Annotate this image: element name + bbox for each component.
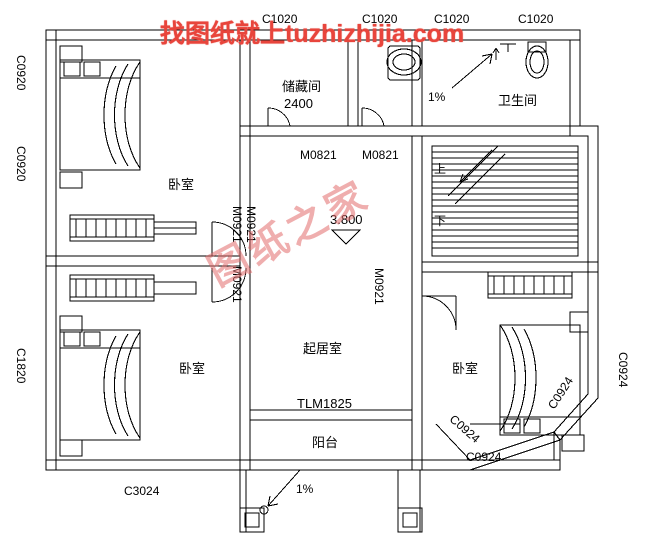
room-label-bathroom: 卫生间 xyxy=(498,93,538,108)
window-label-c1020-c: C1020 xyxy=(434,12,470,26)
window-label-c0920-b: C0920 xyxy=(14,146,28,182)
window-label-c1020-b: C1020 xyxy=(362,12,398,26)
room-label-bedroom-top-left: 卧室 xyxy=(168,177,195,192)
annotation-slope-balcony: 1% xyxy=(296,482,314,496)
annotation-stair-down: 下 xyxy=(434,214,447,228)
room-label-bedroom-right: 卧室 xyxy=(452,361,479,376)
annotation-floor-level: 3.800 xyxy=(330,212,363,227)
door-label-m0921-d: M0921 xyxy=(372,268,386,305)
window-label-c0920-a: C0920 xyxy=(14,55,28,91)
annotation-stair-up: 上 xyxy=(434,162,447,176)
door-label-m0821-b: M0821 xyxy=(362,148,399,162)
window-label-c3024: C3024 xyxy=(124,484,160,498)
room-label-balcony: 阳台 xyxy=(312,435,339,450)
watermark-top: 找图纸就上tuzhizhijia.com xyxy=(160,20,465,48)
storage-dimension: 2400 xyxy=(284,96,313,111)
room-label-living-room: 起居室 xyxy=(303,341,343,356)
window-label-c1020-d: C1020 xyxy=(518,12,554,26)
door-label-m0821-a: M0821 xyxy=(300,148,337,162)
door-label-tlm1825: TLM1825 xyxy=(297,396,352,411)
window-label-c0924-right-wall: C0924 xyxy=(616,352,630,388)
window-label-c1820: C1820 xyxy=(14,348,28,384)
room-label-bedroom-bottom-left: 卧室 xyxy=(179,361,206,376)
window-label-c1020-a: C1020 xyxy=(262,12,298,26)
room-label-storage: 储藏间 xyxy=(282,79,322,94)
annotation-slope-bathroom: 1% xyxy=(428,90,446,104)
window-label-c0924-mid: C0924 xyxy=(466,450,502,464)
